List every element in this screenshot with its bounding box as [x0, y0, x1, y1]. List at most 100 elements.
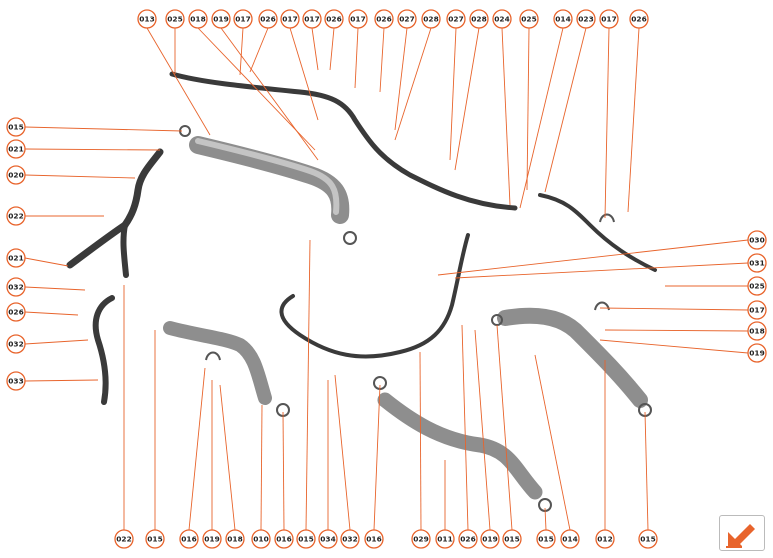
callout-top-12[interactable]: 028: [421, 9, 441, 29]
callout-bottom-5-label: 010: [253, 535, 268, 544]
callout-bottom-6[interactable]: 016: [274, 529, 294, 549]
callout-bottom-5[interactable]: 010: [251, 529, 271, 549]
callout-bottom-13[interactable]: 026: [458, 529, 478, 549]
callout-bottom-12[interactable]: 011: [435, 529, 455, 549]
callout-right-3[interactable]: 017: [747, 300, 767, 320]
callout-left-1-label: 021: [8, 145, 23, 154]
clip-017-b: [205, 351, 221, 361]
callout-top-13-circle: [446, 9, 466, 29]
callout-bottom-1[interactable]: 015: [145, 529, 165, 549]
callout-right-0[interactable]: 030: [747, 230, 767, 250]
callout-bottom-19-circle: [638, 529, 658, 549]
callout-top-13[interactable]: 027: [446, 9, 466, 29]
callout-top-4[interactable]: 017: [233, 9, 253, 29]
callout-left-1-leader: [24, 148, 161, 151]
callout-bottom-0-label: 022: [116, 535, 131, 544]
callout-bottom-7-leader: [305, 239, 311, 531]
callout-top-15-leader: [501, 27, 511, 206]
callout-left-0[interactable]: 015: [6, 117, 26, 137]
callout-bottom-4[interactable]: 018: [225, 529, 245, 549]
callout-right-1[interactable]: 031: [747, 253, 767, 273]
callout-top-16[interactable]: 025: [519, 9, 539, 29]
callout-top-17[interactable]: 014: [553, 9, 573, 29]
callout-bottom-2[interactable]: 016: [179, 529, 199, 549]
callout-bottom-19[interactable]: 015: [638, 529, 658, 549]
callout-bottom-16[interactable]: 015: [536, 529, 556, 549]
callout-bottom-11-circle: [411, 529, 431, 549]
callout-bottom-0[interactable]: 022: [114, 529, 134, 549]
callout-bottom-10-leader: [373, 384, 381, 531]
callout-top-20-circle: [629, 9, 649, 29]
callout-right-4[interactable]: 018: [747, 321, 767, 341]
callout-bottom-15[interactable]: 015: [502, 529, 522, 549]
callout-bottom-10-label: 016: [366, 535, 381, 544]
callout-top-3[interactable]: 019: [211, 9, 231, 29]
callout-top-20[interactable]: 026: [629, 9, 649, 29]
callout-top-4-label: 017: [235, 15, 250, 24]
callout-left-4[interactable]: 021: [6, 248, 26, 268]
callout-top-0[interactable]: 013: [137, 9, 157, 29]
callout-left-4-circle: [6, 248, 26, 268]
callout-bottom-17[interactable]: 014: [560, 529, 580, 549]
callout-right-4-label: 018: [749, 327, 764, 336]
callout-right-0-label: 030: [749, 236, 764, 245]
callout-left-1[interactable]: 021: [6, 139, 26, 159]
callout-bottom-1-label: 015: [147, 535, 162, 544]
callout-bottom-6-leader: [282, 411, 285, 531]
callout-top-5[interactable]: 026: [258, 9, 278, 29]
callout-bottom-11-leader: [419, 351, 422, 531]
callout-bottom-13-label: 026: [460, 535, 475, 544]
callout-bottom-2-leader: [188, 367, 206, 531]
callout-right-2-label: 025: [749, 282, 764, 291]
callout-left-0-circle: [6, 117, 26, 137]
callout-left-8-circle: [6, 371, 26, 391]
callout-right-5[interactable]: 019: [747, 343, 767, 363]
callout-top-19-label: 017: [601, 15, 616, 24]
callout-left-5[interactable]: 032: [6, 277, 26, 297]
callout-left-8[interactable]: 033: [6, 371, 26, 391]
hose-020-branch: [120, 222, 129, 278]
callout-top-10[interactable]: 026: [374, 9, 394, 29]
callout-bottom-6-label: 016: [276, 535, 291, 544]
callout-top-14-label: 028: [471, 15, 486, 24]
callout-left-3[interactable]: 022: [6, 206, 26, 226]
callout-bottom-18[interactable]: 012: [595, 529, 615, 549]
callout-top-19[interactable]: 017: [599, 9, 619, 29]
callout-bottom-14[interactable]: 019: [480, 529, 500, 549]
callout-top-18[interactable]: 023: [576, 9, 596, 29]
callout-top-9[interactable]: 017: [348, 9, 368, 29]
callout-top-19-circle: [599, 9, 619, 29]
callout-left-7[interactable]: 032: [6, 334, 26, 354]
callout-top-7[interactable]: 017: [302, 9, 322, 29]
callout-right-2[interactable]: 025: [747, 276, 767, 296]
callout-top-0-label: 013: [139, 15, 154, 24]
callout-right-2-circle: [747, 276, 767, 296]
callout-bottom-8-circle: [318, 529, 338, 549]
callout-top-6[interactable]: 017: [280, 9, 300, 29]
hose-023: [538, 193, 657, 272]
callout-top-1[interactable]: 025: [165, 9, 185, 29]
callout-left-6[interactable]: 026: [6, 302, 26, 322]
callout-top-2[interactable]: 018: [188, 9, 208, 29]
callout-top-7-label: 017: [304, 15, 319, 24]
nav-button[interactable]: [719, 515, 765, 551]
callout-left-5-leader: [24, 286, 86, 291]
callout-bottom-11[interactable]: 029: [411, 529, 431, 549]
callout-bottom-7[interactable]: 015: [296, 529, 316, 549]
pipe-011: [377, 392, 543, 500]
callout-bottom-19-leader: [644, 411, 649, 531]
parts-artwork: [66, 71, 657, 512]
callout-bottom-12-circle: [435, 529, 455, 549]
callout-top-14[interactable]: 028: [469, 9, 489, 29]
callout-top-8[interactable]: 026: [324, 9, 344, 29]
callout-left-2[interactable]: 020: [6, 165, 26, 185]
callout-top-11[interactable]: 027: [397, 9, 417, 29]
callout-top-8-label: 026: [326, 15, 341, 24]
callout-bottom-10[interactable]: 016: [364, 529, 384, 549]
callout-bottom-9[interactable]: 032: [340, 529, 360, 549]
callout-top-6-circle: [280, 9, 300, 29]
callout-top-15[interactable]: 024: [492, 9, 512, 29]
callout-bottom-8[interactable]: 034: [318, 529, 338, 549]
callout-bottom-15-circle: [502, 529, 522, 549]
callout-bottom-3[interactable]: 019: [202, 529, 222, 549]
